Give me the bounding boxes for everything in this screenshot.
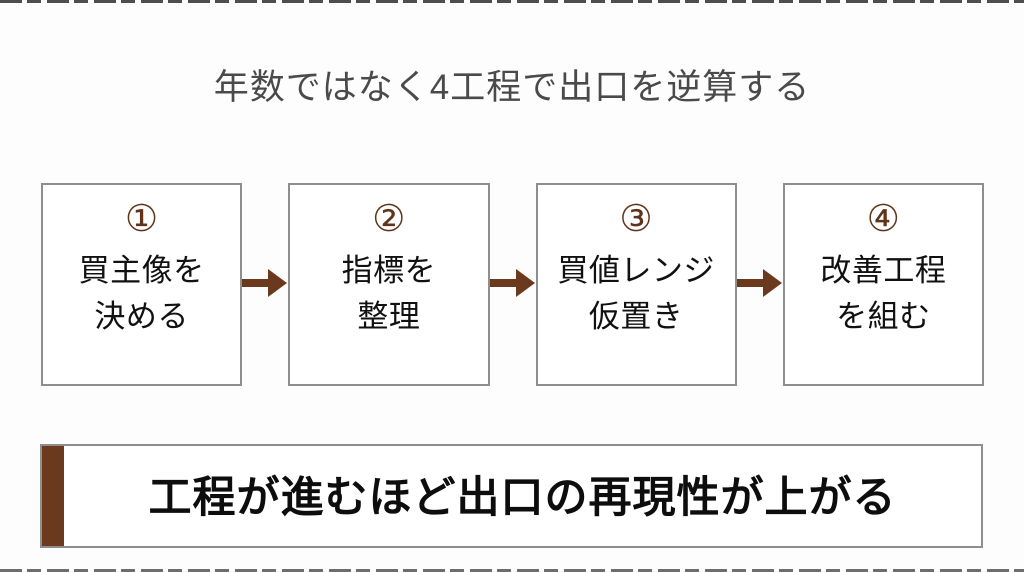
arrow-cell-3 bbox=[736, 183, 783, 386]
step-label-4: 改善工程 を組む bbox=[820, 248, 946, 341]
arrow-cell-2 bbox=[489, 183, 536, 386]
step-label-3-line1: 買値レンジ bbox=[557, 252, 715, 288]
step-label-4-line1: 改善工程 bbox=[820, 252, 947, 288]
step-box-3: ③ 買値レンジ 仮置き bbox=[535, 183, 737, 386]
arrow-cell-1 bbox=[242, 183, 288, 386]
right-arrow-icon bbox=[736, 268, 782, 297]
step-number-3: ③ bbox=[619, 198, 653, 239]
step-number-4: ④ bbox=[866, 198, 900, 239]
step-box-2: ② 指標を 整理 bbox=[288, 183, 490, 386]
process-steps-row: ① 買主像を 決める ② 指標を 整理 ③ 買値レンジ 仮置き bbox=[41, 183, 984, 386]
bottom-edge-dashes bbox=[0, 569, 1024, 572]
step-label-4-line2: を組む bbox=[836, 299, 931, 335]
step-label-3-line2: 仮置き bbox=[588, 299, 684, 335]
step-number-2: ② bbox=[372, 198, 406, 239]
right-arrow-icon bbox=[242, 268, 288, 297]
step-label-2-line1: 指標を bbox=[341, 252, 437, 288]
banner-accent-bar bbox=[42, 446, 64, 546]
step-label-1-line1: 買主像を bbox=[78, 252, 205, 288]
step-label-1-line2: 決める bbox=[94, 299, 189, 335]
top-edge-dashes bbox=[0, 0, 1024, 3]
summary-banner: 工程が進むほど出口の再現性が上がる bbox=[40, 444, 983, 548]
step-number-1: ① bbox=[125, 198, 159, 239]
banner-text: 工程が進むほど出口の再現性が上がる bbox=[148, 474, 897, 522]
step-label-2-line2: 整理 bbox=[357, 299, 421, 335]
slide-title: 年数ではなく4工程で出口を逆算する bbox=[213, 68, 811, 107]
step-box-4: ④ 改善工程 を組む bbox=[782, 183, 984, 386]
step-box-1: ① 買主像を 決める bbox=[41, 183, 243, 386]
step-label-2: 指標を 整理 bbox=[342, 248, 437, 341]
step-label-1: 買主像を 決める bbox=[79, 248, 205, 341]
step-label-3: 買値レンジ 仮置き bbox=[557, 248, 715, 341]
right-arrow-icon bbox=[489, 268, 535, 297]
